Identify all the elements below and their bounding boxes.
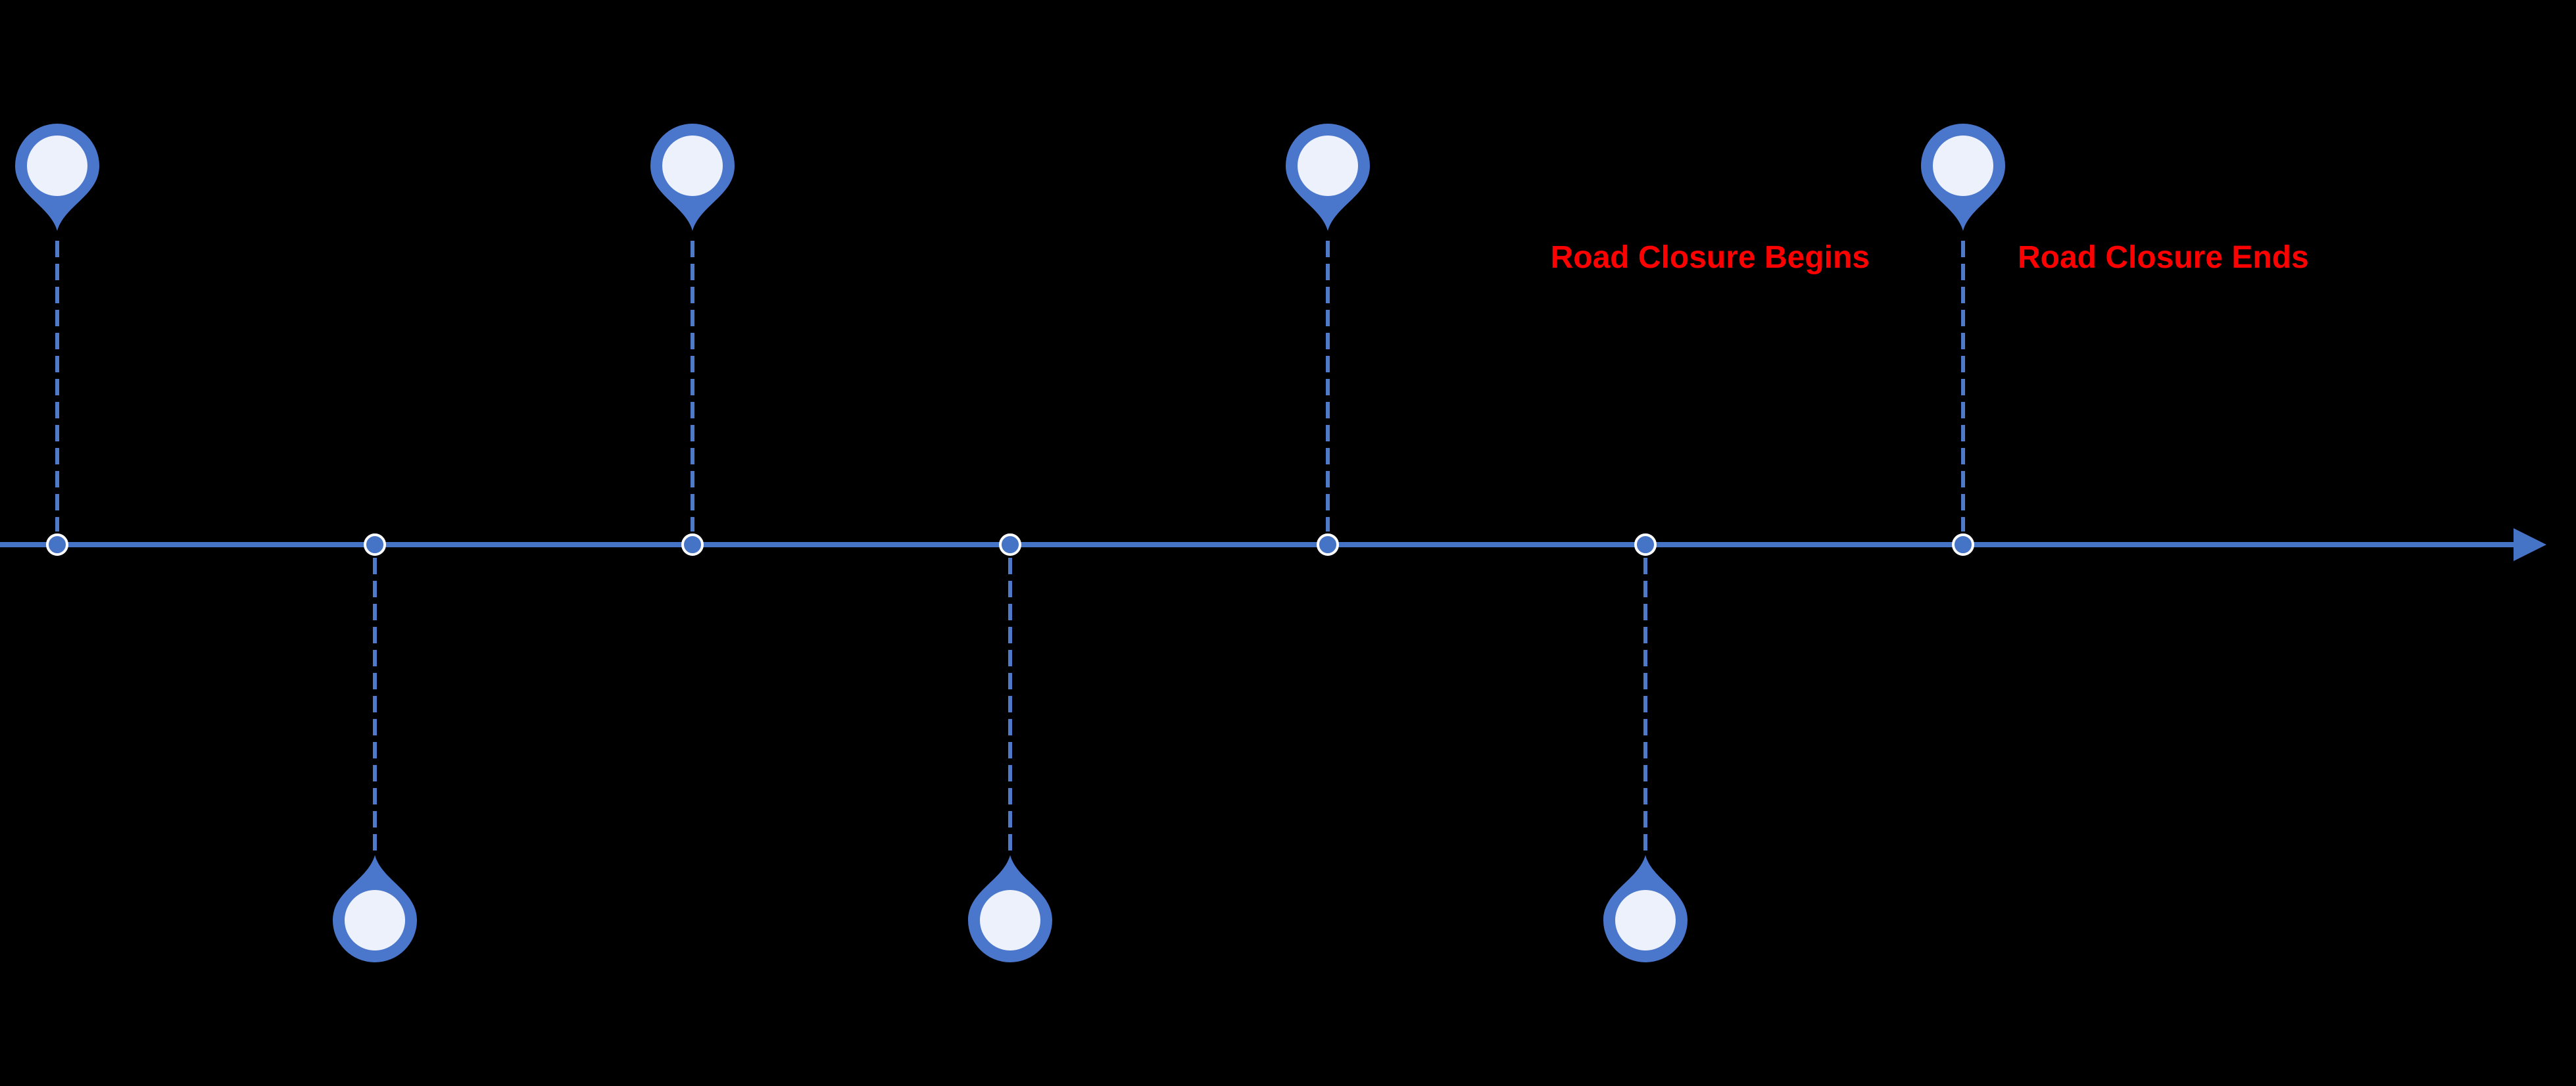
road-closure-ends-label: Road Closure Ends	[2018, 240, 2309, 275]
milestone-pin-3-inner-circle	[662, 136, 723, 196]
timeline-arrowhead-icon	[2514, 528, 2546, 561]
milestone-pin-6-inner-circle	[1615, 890, 1676, 950]
milestone-dot-3	[681, 533, 704, 556]
milestone-dot-6	[1634, 533, 1657, 556]
milestone-dot-7	[1952, 533, 1974, 556]
milestone-pin-7-inner-circle	[1933, 136, 1993, 196]
milestone-dot-1	[46, 533, 68, 556]
milestone-dot-2	[364, 533, 386, 556]
milestone-dot-4	[999, 533, 1021, 556]
milestone-dot-5	[1317, 533, 1339, 556]
milestone-pin-1-inner-circle	[27, 136, 87, 196]
milestone-pin-2-inner-circle	[345, 890, 405, 950]
milestone-pin-5-inner-circle	[1298, 136, 1358, 196]
road-closure-begins-label: Road Closure Begins	[1550, 240, 1870, 275]
milestone-pin-4-inner-circle	[980, 890, 1040, 950]
